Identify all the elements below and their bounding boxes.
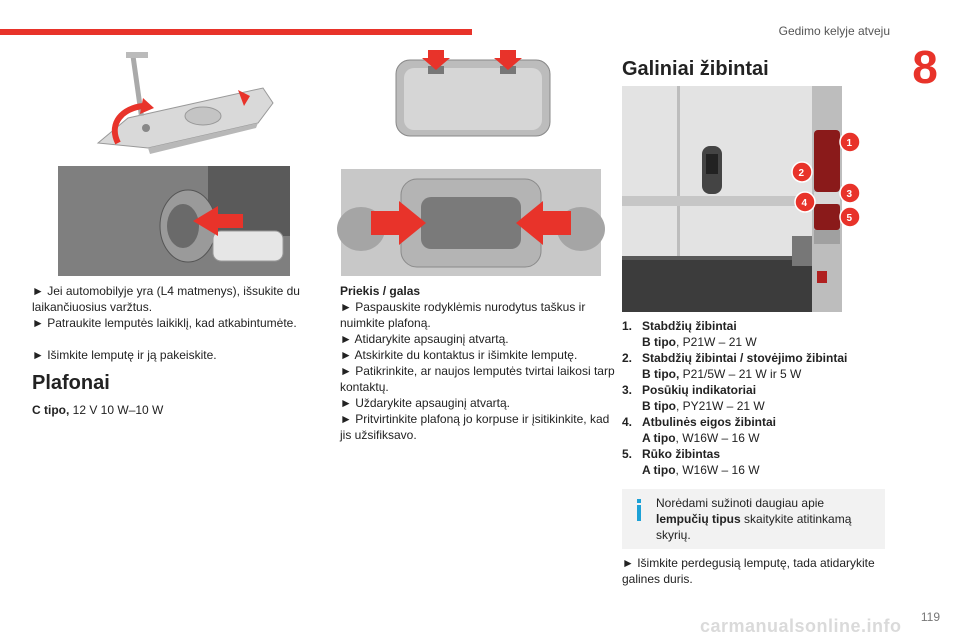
svg-text:4: 4 xyxy=(802,198,808,209)
callout-badge-4: 4 xyxy=(794,191,816,213)
middle-bullet-2: ► Atidarykite apsauginį atvartą. xyxy=(340,332,509,346)
info-icon xyxy=(637,499,641,521)
plafonai-spec: C tipo, 12 V 10 W–10 W xyxy=(32,402,322,418)
svg-text:5: 5 xyxy=(847,213,853,224)
middle-bullet-6: ► Pritvirtinkite plafoną jo korpuse ir į… xyxy=(340,412,610,442)
spec-type-label: C tipo, xyxy=(32,403,70,417)
page-number: 119 xyxy=(920,610,940,624)
svg-text:1: 1 xyxy=(847,138,853,149)
plafond-cover-illustration xyxy=(395,50,551,137)
rear-lights-illustration: 1 2 3 4 5 xyxy=(622,86,861,312)
lamp-holder-illustration xyxy=(58,166,290,276)
middle-bullet-5: ► Uždarykite apsauginį atvartą. xyxy=(340,396,510,410)
callout-badge-5: 5 xyxy=(839,206,861,228)
svg-text:3: 3 xyxy=(847,189,853,200)
chapter-number: 8 xyxy=(912,41,938,93)
callout-badge-2: 2 xyxy=(791,161,813,183)
middle-bullet-3: ► Atskirkite du kontaktus ir išimkite le… xyxy=(340,348,578,362)
watermark: carmanualsonline.info xyxy=(700,616,902,636)
lamp-screw-illustration xyxy=(96,52,274,154)
left-bullet-2: ► Patraukite lemputės laikiklį, kad atka… xyxy=(32,316,297,330)
rear-lights-heading: Galiniai žibintai xyxy=(622,58,769,80)
top-accent-bar xyxy=(0,29,472,35)
info-text: Norėdami sužinoti daugiau apie lempučių … xyxy=(656,496,852,542)
callout-badge-3: 3 xyxy=(839,182,861,204)
callout-badge-1: 1 xyxy=(839,131,861,153)
spec-value: 12 V 10 W–10 W xyxy=(69,403,164,417)
section-title: Gedimo kelyje atveju xyxy=(778,24,890,38)
rear-light-item-5: 5.Rūko žibintas A tipo, W16W – 16 W xyxy=(622,447,760,477)
middle-bullet-1: ► Paspauskite rodyklėmis nurodytus tašku… xyxy=(340,300,586,330)
info-box: Norėdami sužinoti daugiau apie lempučių … xyxy=(622,489,885,549)
rear-light-item-2: 2.Stabdžių žibintai / stovėjimo žibintai… xyxy=(622,351,848,381)
left-bullet-3: ► Išimkite lemputę ir ją pakeiskite. xyxy=(32,348,217,362)
right-final-instruction: ► Išimkite perdegusią lemputę, tada atid… xyxy=(622,556,875,586)
plafond-housing-illustration xyxy=(337,169,605,276)
svg-text:2: 2 xyxy=(799,168,805,179)
middle-subheading: Priekis / galas xyxy=(340,284,421,298)
plafonai-heading: Plafonai xyxy=(32,372,110,394)
middle-bullet-4: ► Patikrinkite, ar naujos lemputės tvirt… xyxy=(340,364,615,394)
left-bullet-1: ► Jei automobilyje yra (L4 matmenys), iš… xyxy=(32,284,300,314)
rear-light-item-4: 4.Atbulinės eigos žibintai A tipo, W16W … xyxy=(622,415,777,445)
rear-light-item-1: 1.Stabdžių žibintai B tipo, P21W – 21 W xyxy=(622,319,757,349)
rear-light-item-3: 3.Posūkių indikatoriai B tipo, PY21W – 2… xyxy=(622,383,765,413)
